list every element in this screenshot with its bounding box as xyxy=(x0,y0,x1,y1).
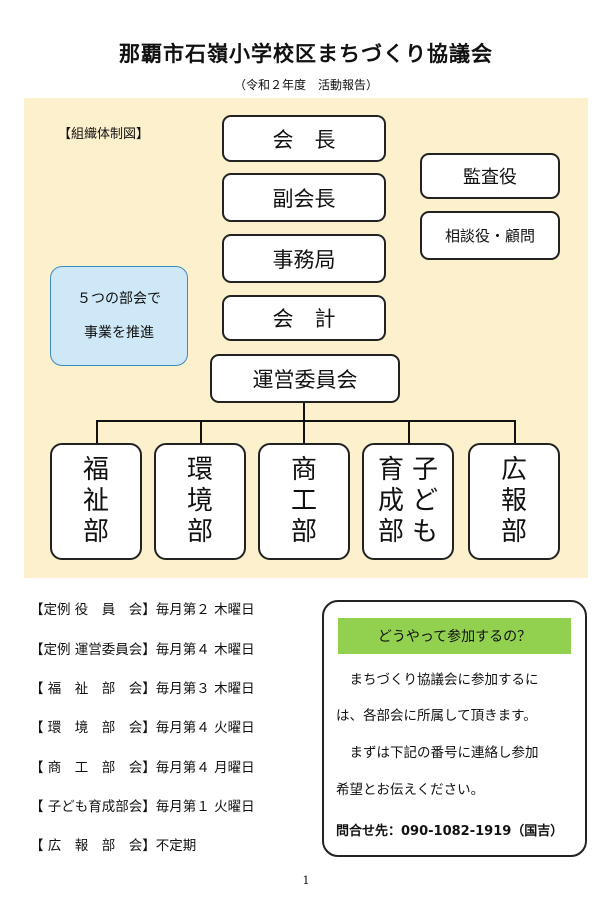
org-box-auditor: 監査役 xyxy=(420,153,560,199)
org-box-president: 会 長 xyxy=(222,115,386,162)
schedule-item: 【 福 祉 部 会】毎月第３ 木曜日 xyxy=(30,681,255,697)
org-box-secretariat: 事務局 xyxy=(222,234,386,283)
connector-line xyxy=(96,420,516,422)
org-box-vice-president: 副会長 xyxy=(222,173,386,222)
dept-public-relations: 広 報 部 xyxy=(468,443,560,560)
dept-char: 部 xyxy=(82,517,109,547)
dept-char: 工 xyxy=(290,486,317,516)
schedule-item: 【定例 役 員 会】毎月第２ 木曜日 xyxy=(30,602,255,618)
page-title: 那覇市石嶺小学校区まちづくり協議会 xyxy=(119,42,493,66)
dept-char: 部 xyxy=(377,517,404,547)
dept-char: 福 xyxy=(82,455,109,485)
dept-char: 広 xyxy=(500,455,527,485)
schedule-item: 【 商 工 部 会】毎月第４ 月曜日 xyxy=(30,760,255,776)
info-line: は、各部会に所属して頂きます。 xyxy=(336,708,537,724)
connector-line xyxy=(408,420,410,444)
dept-char: も xyxy=(412,517,439,547)
connector-line xyxy=(514,420,516,444)
dept-char: 成 xyxy=(377,486,404,516)
dept-youth: 子 ど も 育 成 部 xyxy=(362,443,454,560)
org-box-treasurer: 会 計 xyxy=(222,295,386,341)
info-line: 希望とお伝えください。 xyxy=(336,782,485,798)
dept-char: 商 xyxy=(290,455,317,485)
page-subtitle: （令和２年度 活動報告） xyxy=(233,78,378,92)
page-number: 1 xyxy=(302,874,310,887)
how-to-join-box: どうやって参加するの？ まちづくり協議会に参加するに は、各部会に所属して頂きま… xyxy=(322,600,587,857)
dept-char: 報 xyxy=(500,486,527,516)
contact-info: 問合せ先：090-1082-1919（国吉） xyxy=(336,824,564,839)
connector-line xyxy=(303,403,305,421)
department-note: ５つの部会で 事業を推進 xyxy=(50,266,188,366)
note-line: 事業を推進 xyxy=(84,325,154,341)
info-line: まずは下記の番号に連絡し参加 xyxy=(336,745,539,761)
dept-commerce: 商 工 部 xyxy=(258,443,350,560)
dept-char: 部 xyxy=(290,517,317,547)
dept-char: 部 xyxy=(500,517,527,547)
connector-line xyxy=(96,420,98,444)
dept-welfare: 福 祉 部 xyxy=(50,443,142,560)
org-chart-label: 【組織体制図】 xyxy=(58,127,150,142)
org-box-advisor: 相談役・顧問 xyxy=(420,211,560,260)
dept-char: 部 xyxy=(186,517,213,547)
how-to-join-heading: どうやって参加するの？ xyxy=(338,618,571,654)
dept-char: 祉 xyxy=(82,486,109,516)
schedule-item: 【 子ども育成部会】毎月第１ 火曜日 xyxy=(30,799,255,815)
dept-char: 環 xyxy=(186,455,213,485)
dept-char: ど xyxy=(412,486,439,516)
connector-line xyxy=(303,420,305,444)
connector-line xyxy=(200,420,202,444)
dept-char: 子 xyxy=(412,455,439,485)
dept-char: 育 xyxy=(377,455,404,485)
schedule-item: 【 環 境 部 会】毎月第４ 火曜日 xyxy=(30,720,255,736)
org-box-steering-committee: 運営委員会 xyxy=(210,354,400,403)
note-line: ５つの部会で xyxy=(77,291,161,307)
schedule-item: 【 広 報 部 会】不定期 xyxy=(30,838,197,854)
schedule-item: 【定例 運営委員会】毎月第４ 木曜日 xyxy=(30,642,255,658)
dept-environment: 環 境 部 xyxy=(154,443,246,560)
info-line: まちづくり協議会に参加するに xyxy=(336,672,539,688)
dept-char: 境 xyxy=(186,486,213,516)
